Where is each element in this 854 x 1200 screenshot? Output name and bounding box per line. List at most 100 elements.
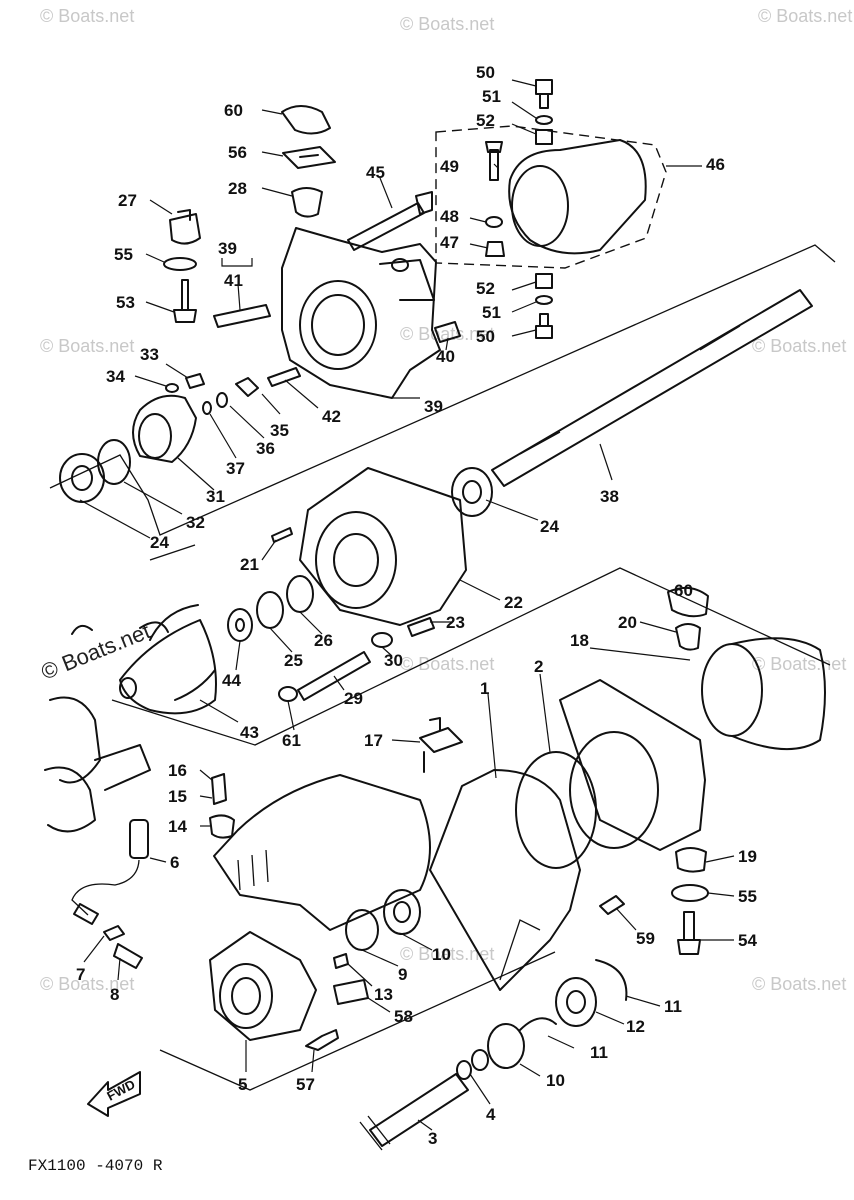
leader-line (237, 283, 241, 311)
washer-part (163, 257, 197, 271)
bearing-inner (462, 480, 482, 504)
pin-part (267, 367, 301, 387)
washer-part (216, 392, 228, 408)
leader-line (469, 1073, 491, 1105)
cover-part (213, 774, 431, 931)
rear-housing-hub (231, 977, 261, 1015)
callout-numbers: 60 56 28 27 39 41 55 53 45 33 34 35 36 3… (76, 63, 757, 1148)
callout-55: 55 (114, 245, 133, 264)
impeller-part (119, 619, 217, 715)
pin-part (271, 527, 293, 543)
stud-part (485, 141, 503, 181)
callout-27: 27 (118, 191, 137, 210)
seal-part (286, 575, 314, 613)
sleeve-end (701, 643, 763, 737)
callout-35: 35 (270, 421, 289, 440)
bearing-part (383, 889, 421, 935)
leader-line (469, 217, 487, 223)
callout-1: 1 (480, 679, 489, 698)
cap-part (667, 586, 709, 618)
leader-line (705, 855, 735, 863)
nut-part (675, 623, 701, 651)
callout-52-bottom: 52 (476, 279, 495, 298)
liner-housing-part (559, 679, 706, 851)
watermark: © Boats.net (400, 944, 494, 964)
watermark: © Boats.net (758, 6, 852, 26)
shim-part (333, 979, 369, 1005)
callout-24-right: 24 (540, 517, 559, 536)
cover-ribs (237, 849, 269, 891)
callout-57: 57 (296, 1075, 315, 1094)
callout-56: 56 (228, 143, 247, 162)
bearing-inner (71, 465, 93, 491)
lower-group-outline (159, 951, 556, 1091)
leader-line (299, 611, 323, 635)
callout-29: 29 (344, 689, 363, 708)
callout-51-bottom: 51 (482, 303, 501, 322)
o-ring-part (456, 1060, 472, 1080)
leader-line (145, 253, 165, 263)
watermarks: © Boats.net © Boats.net © Boats.net © Bo… (38, 6, 853, 994)
callout-38: 38 (600, 487, 619, 506)
leader-line (261, 109, 283, 115)
watermark-dark: © Boats.net (38, 618, 154, 684)
drawing-code: FX1100 -4070 R (28, 1157, 163, 1175)
callout-44: 44 (222, 671, 241, 690)
callout-12: 12 (626, 1017, 645, 1036)
leader-line (511, 101, 537, 119)
housing-group-outline (111, 567, 831, 746)
bolt-part (235, 377, 259, 397)
bolt-part (535, 79, 553, 109)
leader-line (209, 413, 237, 459)
washer-part (485, 216, 503, 228)
leader-line (229, 405, 265, 439)
leader-line (333, 675, 345, 691)
pin-part (333, 953, 349, 969)
nozzle-bore-part (299, 280, 377, 370)
screw-part (211, 773, 227, 805)
leader-line (391, 739, 421, 743)
impeller-housing-part (299, 467, 467, 626)
leader-line (469, 243, 489, 249)
callout-31: 31 (206, 487, 225, 506)
leader-line (261, 393, 281, 415)
shaft-threads (359, 1115, 391, 1151)
intake-duct-part (44, 696, 101, 833)
callout-43: 43 (240, 723, 259, 742)
shaft-group-outline (49, 244, 836, 536)
watermark: © Boats.net (400, 324, 494, 344)
leader-line (625, 995, 661, 1007)
callout-5: 5 (238, 1075, 247, 1094)
nozzle-housing-part (281, 227, 441, 399)
callout-37: 37 (226, 459, 245, 478)
callout-52-top: 52 (476, 111, 495, 130)
callout-24-left: 24 (150, 533, 169, 552)
callout-17: 17 (364, 731, 383, 750)
clip-part (73, 903, 99, 925)
leader-line (165, 363, 189, 379)
mount-part (169, 209, 201, 245)
leader-line (199, 795, 213, 799)
leader-line (149, 857, 167, 863)
screw-part (185, 373, 205, 389)
callout-61: 61 (282, 731, 301, 750)
watermark: © Boats.net (40, 974, 134, 994)
callout-18: 18 (570, 631, 589, 650)
callout-51-top: 51 (482, 87, 501, 106)
impeller-detail (71, 621, 169, 635)
bolt-part (305, 1029, 339, 1051)
leader-line (145, 301, 175, 313)
leader-line (261, 539, 277, 561)
callout-10-upper: 10 (432, 945, 451, 964)
shaft-part (369, 1073, 469, 1147)
seal-part (487, 1023, 525, 1069)
leader-line (123, 481, 183, 515)
leader-line (511, 329, 537, 337)
hose-part (129, 819, 149, 859)
callout-47: 47 (440, 233, 459, 252)
washer-part (227, 608, 253, 642)
leader-line (311, 1049, 315, 1073)
sleeve-part (731, 637, 826, 750)
bolt-part (677, 911, 701, 955)
